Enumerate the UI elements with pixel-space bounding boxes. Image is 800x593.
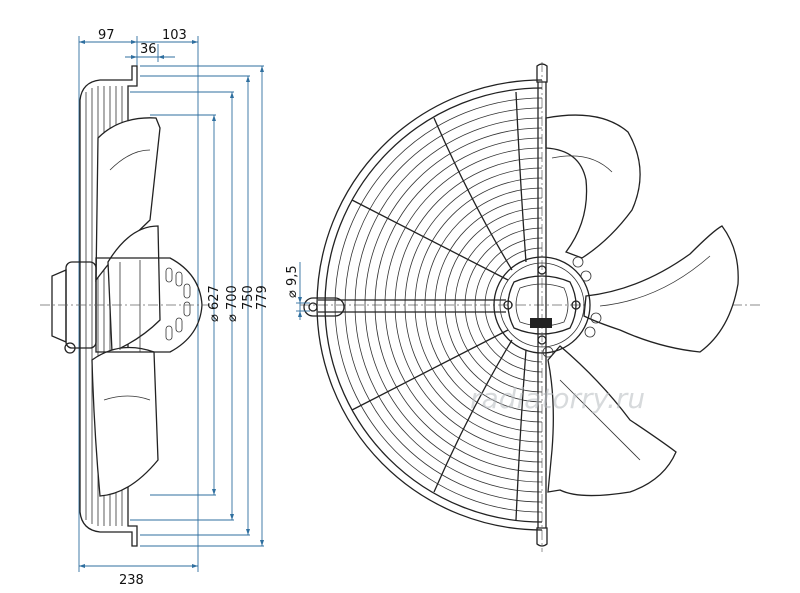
front-right-frame (536, 63, 548, 547)
dim-779-label: 779 (255, 285, 270, 310)
dim-238-label: 238 (119, 573, 144, 588)
side-view (40, 36, 264, 572)
front-view (296, 62, 760, 552)
dim-779-line (140, 65, 264, 547)
side-blades (91, 117, 161, 497)
dim-9-5-label: ⌀ 9,5 (285, 265, 300, 298)
dim-750-line (140, 75, 250, 536)
dim-238-line (79, 564, 198, 568)
front-guard-rings (316, 79, 543, 531)
watermark-text: radiatorry.ru (470, 382, 645, 415)
dim-627-label: ⌀ 627 (207, 285, 222, 322)
dim-36-label: 36 (140, 42, 157, 57)
dim-700-line (130, 91, 234, 521)
dim-627-line (150, 114, 216, 496)
front-guard-struts (318, 91, 527, 521)
dim-103-line (137, 40, 198, 44)
dim-97-line (79, 40, 137, 44)
nameplate-icon (530, 318, 552, 328)
dim-700-label: ⌀ 700 (225, 285, 240, 322)
dim-97-label: 97 (98, 28, 115, 43)
dim-36-line (125, 55, 175, 59)
front-hub (493, 256, 602, 358)
front-mounting-foot (296, 262, 345, 320)
dim-750-label: 750 (241, 285, 256, 310)
dim-103-label: 103 (162, 28, 187, 43)
front-blades (545, 114, 739, 497)
